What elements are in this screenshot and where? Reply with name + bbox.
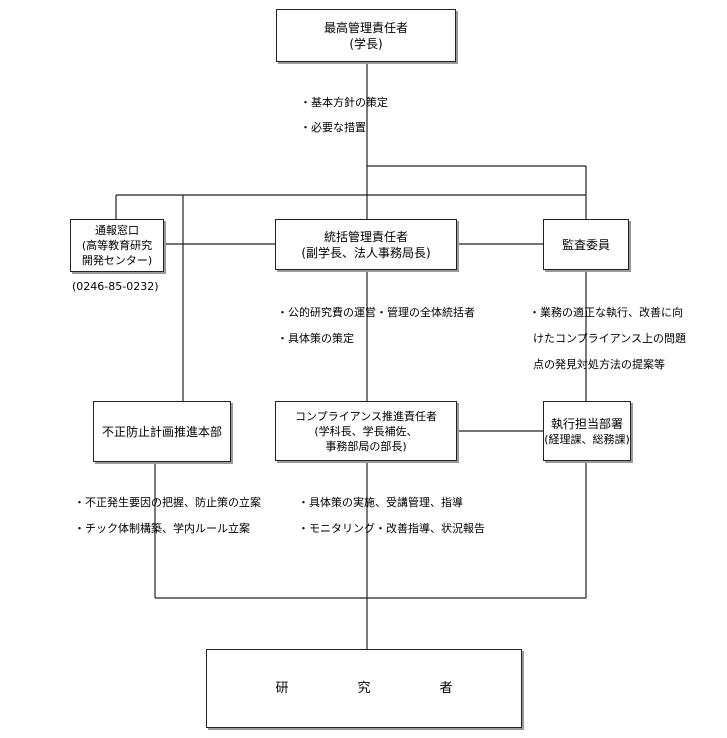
- top-manager-title: 最高管理責任者: [323, 20, 408, 35]
- general-manager-box: 統括管理責任者 (副学長、法人事務局長): [275, 219, 457, 270]
- top-note-1: ・基本方針の策定: [300, 96, 388, 109]
- compliance-manager-box: コンプライアンス推進責任者 (学科長、学長補佐、 事務部局の部長): [275, 401, 457, 461]
- reporting-window-phone: (0246-85-0232): [72, 280, 159, 293]
- fraud-prevention-hq-box: 不正防止計画推進本部: [93, 401, 231, 462]
- execution-dept-subtitle: (経理課、総務課): [544, 432, 630, 446]
- compliance-manager-sub-2: 事務部局の部長): [325, 439, 407, 453]
- top-note-2: ・必要な措置: [300, 121, 366, 134]
- compliance-note-2: ・モニタリング・改善指導、状況報告: [298, 522, 485, 535]
- execution-dept-title: 執行担当部署: [550, 416, 623, 431]
- audit-note-2: けたコンプライアンス上の問題: [533, 332, 687, 345]
- audit-committee-title: 監査委員: [561, 237, 610, 252]
- general-manager-note-2: ・具体策の策定: [277, 332, 354, 345]
- compliance-manager-title: コンプライアンス推進責任者: [294, 409, 437, 423]
- reporting-window-box: 通報窓口 (高等教育研究 開発センター): [70, 219, 164, 272]
- general-manager-title: 統括管理責任者: [323, 229, 408, 244]
- fraud-prevention-hq-title: 不正防止計画推進本部: [101, 424, 222, 439]
- reporting-window-title: 通報窓口: [95, 224, 139, 237]
- fraud-note-2: ・チック体制構築、学内ルール立案: [74, 522, 250, 535]
- researcher-box: 研 究 者: [206, 649, 522, 728]
- reporting-window-org-2: 開発センター): [81, 254, 153, 267]
- execution-dept-box: 執行担当部署 (経理課、総務課): [543, 401, 631, 461]
- audit-note-3: 点の発見対処方法の提案等: [533, 358, 665, 371]
- compliance-manager-sub-1: (学科長、学長補佐、: [314, 424, 418, 438]
- top-manager-subtitle: (学長): [349, 36, 383, 51]
- top-manager-box: 最高管理責任者 (学長): [276, 9, 456, 62]
- audit-note-1: ・業務の適正な執行、改善に向: [529, 306, 683, 319]
- fraud-note-1: ・不正発生要因の把握、防止策の立案: [74, 496, 261, 509]
- researcher-label: 研 究 者: [275, 680, 481, 696]
- general-manager-note-1: ・公的研究費の運営・管理の全体統括者: [277, 306, 475, 319]
- reporting-window-org-1: (高等教育研究: [81, 239, 153, 252]
- general-manager-subtitle: (副学長、法人事務局長): [301, 245, 431, 260]
- compliance-note-1: ・具体策の実施、受講管理、指導: [298, 496, 463, 509]
- audit-committee-box: 監査委員: [543, 219, 629, 270]
